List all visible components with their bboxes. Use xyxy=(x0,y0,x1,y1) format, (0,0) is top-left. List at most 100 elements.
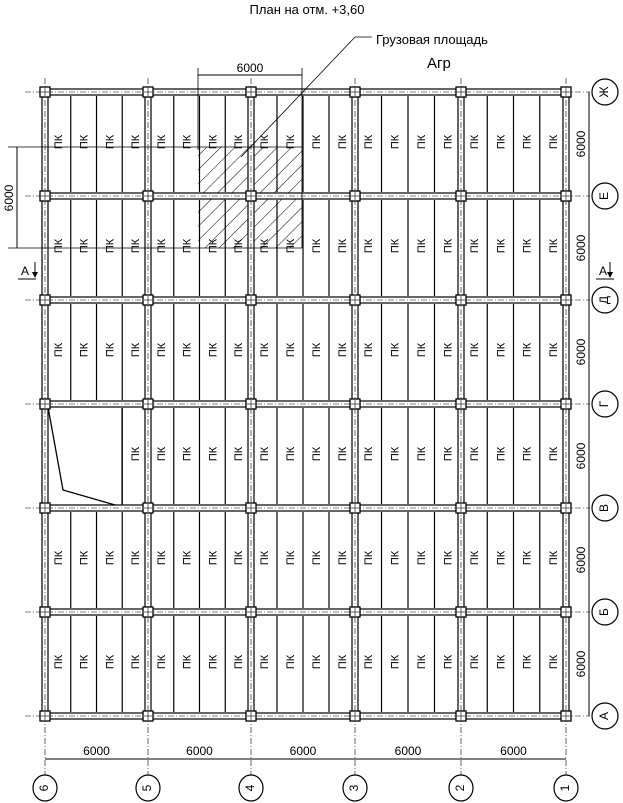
slab-label: ПК xyxy=(363,446,375,461)
slab-label: ПК xyxy=(469,134,481,149)
slab-label: ПК xyxy=(182,134,194,149)
slab-label: ПК xyxy=(182,342,194,357)
column-axis-label: 5 xyxy=(140,784,154,791)
slab-label: ПК xyxy=(53,654,65,669)
slab-label: ПК xyxy=(285,134,297,149)
axis-bubble xyxy=(448,774,474,802)
slab-label: ПК xyxy=(130,550,142,565)
slab-label: ПК xyxy=(259,342,271,357)
slab-label: ПК xyxy=(390,654,402,669)
slab-label: ПК xyxy=(130,238,142,253)
slab-label: ПК xyxy=(363,342,375,357)
cargo-area-label: Грузовая площадь xyxy=(376,32,488,47)
slab-label: ПК xyxy=(104,342,116,357)
slab-label: ПК xyxy=(522,550,534,565)
slab-label: ПК xyxy=(53,342,65,357)
slab-label: ПК xyxy=(495,654,507,669)
slab-label: ПК xyxy=(469,654,481,669)
slab-label: ПК xyxy=(79,550,91,565)
slab-label: ПК xyxy=(311,446,323,461)
slab-label: ПК xyxy=(363,238,375,253)
column-axis-label: 6 xyxy=(37,784,51,791)
row-axis-label: Д xyxy=(597,296,611,304)
slab-label: ПК xyxy=(416,238,428,253)
slab-label: ПК xyxy=(207,238,219,253)
plan-title: План на отм. +3,60 xyxy=(250,2,365,17)
slab-label: ПК xyxy=(259,238,271,253)
slab-label: ПК xyxy=(79,342,91,357)
slab-label: ПК xyxy=(337,238,349,253)
slab-label: ПК xyxy=(285,550,297,565)
slab-label: ПК xyxy=(207,654,219,669)
slab-label: ПК xyxy=(182,238,194,253)
bay-dimension: 6000 xyxy=(186,744,213,758)
axis-bubble xyxy=(591,182,619,210)
slab-label: ПК xyxy=(443,342,455,357)
slab-label: ПК xyxy=(416,654,428,669)
slab-label: ПК xyxy=(156,342,168,357)
axis-bubble xyxy=(553,774,579,802)
slab-label: ПК xyxy=(443,134,455,149)
axis-bubble xyxy=(591,598,619,626)
bay-dimension: 6000 xyxy=(500,744,527,758)
slab-label: ПК xyxy=(233,446,245,461)
slab-label: ПК xyxy=(182,550,194,565)
row-axis-label: Е xyxy=(597,192,611,200)
slab-label: ПК xyxy=(469,342,481,357)
slab-label: ПК xyxy=(104,550,116,565)
column-axis-label: 3 xyxy=(347,784,361,791)
slab-label: ПК xyxy=(285,446,297,461)
row-axis-label: Ж xyxy=(597,86,611,97)
slab-label: ПК xyxy=(443,446,455,461)
column-axis-label: 4 xyxy=(243,784,257,791)
opening-outline xyxy=(47,406,123,508)
cargo-dimension-vertical: 6000 xyxy=(2,184,16,211)
slab-label: ПК xyxy=(337,654,349,669)
slab-label: ПК xyxy=(182,654,194,669)
section-arrow-head xyxy=(32,272,38,278)
slab-label: ПК xyxy=(104,654,116,669)
bay-dimension: 6000 xyxy=(395,744,422,758)
slab-label: ПК xyxy=(548,134,560,149)
slab-label: ПК xyxy=(233,238,245,253)
slab-label: ПК xyxy=(156,550,168,565)
axis-bubble xyxy=(591,286,619,314)
section-arrow-head xyxy=(607,272,613,278)
slab-label: ПК xyxy=(337,550,349,565)
axis-bubble xyxy=(591,390,619,418)
slab-label: ПК xyxy=(207,446,219,461)
slab-label: ПК xyxy=(548,342,560,357)
slab-label: ПК xyxy=(233,342,245,357)
slab-label: ПК xyxy=(548,654,560,669)
slab-label: ПК xyxy=(311,550,323,565)
row-axis-label: Г xyxy=(597,400,611,407)
slab-label: ПК xyxy=(390,134,402,149)
slab-label: ПК xyxy=(416,550,428,565)
slab-label: ПК xyxy=(207,342,219,357)
slab-label: ПК xyxy=(233,134,245,149)
slab-label: ПК xyxy=(259,446,271,461)
slab-label: ПК xyxy=(443,550,455,565)
slab-label: ПК xyxy=(495,238,507,253)
slab-label: ПК xyxy=(156,446,168,461)
axis-bubble xyxy=(238,774,264,802)
slab-label: ПК xyxy=(363,654,375,669)
axis-bubble xyxy=(32,774,58,802)
row-dimension: 6000 xyxy=(574,650,588,677)
cargo-area-symbol: Агр xyxy=(427,55,451,72)
slab-label: ПК xyxy=(130,134,142,149)
slab-label: ПК xyxy=(233,550,245,565)
leader-line xyxy=(240,36,372,158)
slab-label: ПК xyxy=(390,238,402,253)
row-dimension: 6000 xyxy=(574,338,588,365)
slab-label: ПК xyxy=(495,134,507,149)
row-axis-label: А xyxy=(597,712,611,720)
slab-label: ПК xyxy=(207,134,219,149)
axis-bubble xyxy=(591,78,619,106)
slab-label: ПК xyxy=(443,238,455,253)
slab-label: ПК xyxy=(156,238,168,253)
slab-label: ПК xyxy=(104,134,116,149)
column-axis-label: 2 xyxy=(453,784,467,791)
slab-label: ПК xyxy=(130,654,142,669)
